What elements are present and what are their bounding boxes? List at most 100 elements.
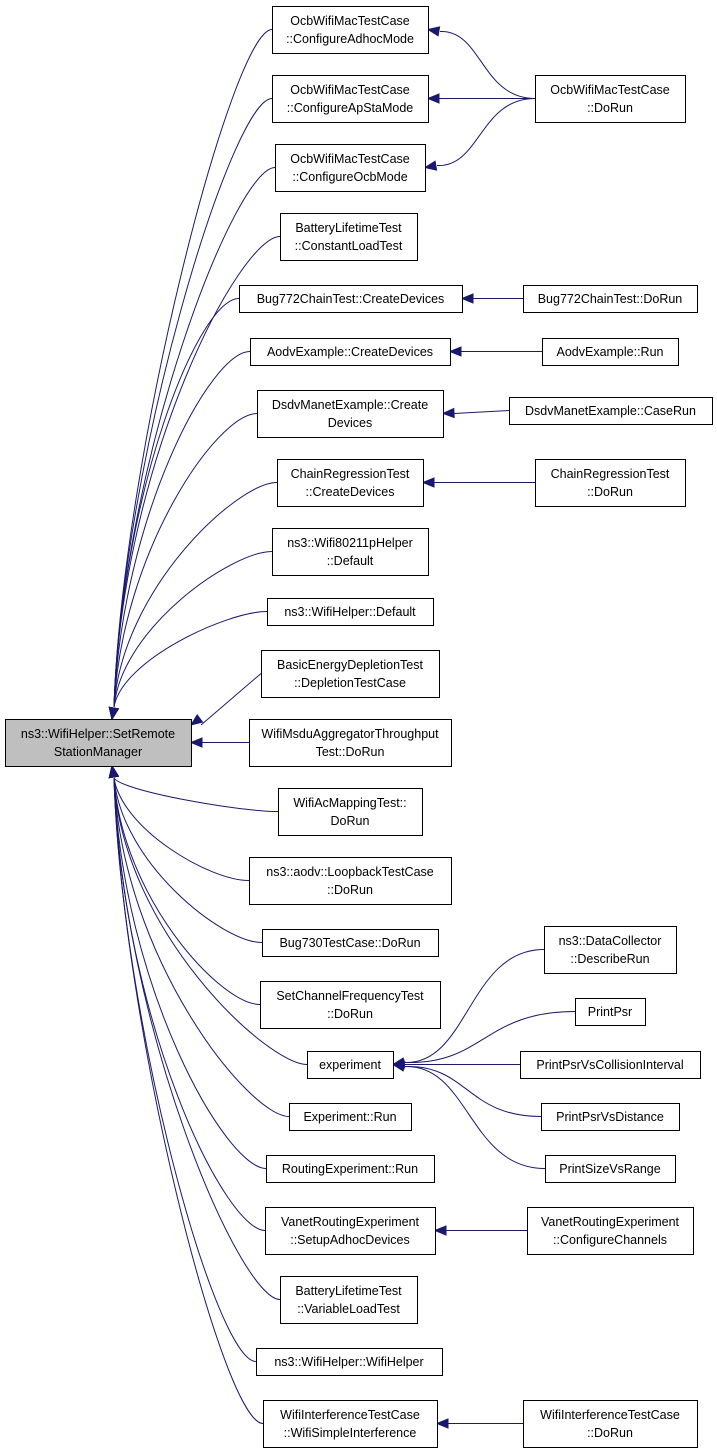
- node-b11[interactable]: VanetRoutingExperiment::ConfigureChannel…: [527, 1207, 694, 1255]
- node-a5[interactable]: Bug772ChainTest::CreateDevices: [239, 285, 463, 313]
- node-label: OcbWifiMacTestCase: [290, 83, 410, 97]
- node-label: DsdvManetExample::CaseRun: [525, 404, 696, 418]
- edge-a19-to-root: [113, 777, 267, 1169]
- edge-a11-to-root-arrow: [189, 713, 204, 726]
- node-label: ::Default: [327, 554, 374, 568]
- node-a17[interactable]: experiment: [307, 1051, 394, 1079]
- node-label: ::ConfigureChannels: [553, 1233, 667, 1247]
- node-box: [509, 397, 713, 425]
- edge-b1-to-a2-arrow: [426, 93, 440, 104]
- edge-a12-to-root-arrow: [189, 737, 203, 748]
- node-label: ::ConfigureOcbMode: [292, 170, 407, 184]
- node-label: ChainRegressionTest: [551, 467, 670, 481]
- node-b7[interactable]: PrintPsr: [575, 998, 646, 1026]
- node-label: BasicEnergyDepletionTest: [277, 658, 423, 672]
- node-b12[interactable]: WifiInterferenceTestCase::DoRun: [523, 1400, 698, 1448]
- node-label: ::DoRun: [587, 485, 633, 499]
- edge-b5-to-a8-arrow: [421, 477, 435, 488]
- node-a19[interactable]: RoutingExperiment::Run: [266, 1155, 435, 1183]
- edge-b6-to-a17: [404, 949, 545, 1064]
- node-label: ChainRegressionTest: [291, 467, 410, 481]
- node-box: [535, 75, 686, 123]
- node-label: Experiment::Run: [303, 1110, 396, 1124]
- node-a20[interactable]: VanetRoutingExperiment::SetupAdhocDevice…: [265, 1207, 436, 1255]
- node-label: SetChannelFrequencyTest: [276, 989, 424, 1003]
- node-b3[interactable]: AodvExample::Run: [542, 338, 679, 366]
- node-box: [520, 1051, 701, 1079]
- node-label: ::ConfigureApStaMode: [287, 101, 414, 115]
- edge-b3-to-a6-arrow: [448, 346, 462, 357]
- node-a1[interactable]: OcbWifiMacTestCase::ConfigureAdhocMode: [272, 6, 429, 54]
- edge-b1-to-a3: [436, 98, 536, 167]
- node-label: PrintSizeVsRange: [559, 1162, 660, 1176]
- node-a8[interactable]: ChainRegressionTest::CreateDevices: [277, 459, 424, 507]
- node-label: PrintPsrVsCollisionInterval: [536, 1058, 683, 1072]
- node-box: [278, 788, 423, 836]
- node-a10[interactable]: ns3::WifiHelper::Default: [267, 598, 434, 626]
- node-label: WifiAcMappingTest::: [293, 796, 406, 810]
- node-box: [272, 75, 429, 123]
- node-a4[interactable]: BatteryLifetimeTest::ConstantLoadTest: [280, 213, 418, 261]
- node-a6[interactable]: AodvExample::CreateDevices: [250, 338, 451, 366]
- node-box: [523, 285, 698, 313]
- node-label: Bug772ChainTest::CreateDevices: [257, 292, 445, 306]
- node-a3[interactable]: OcbWifiMacTestCase::ConfigureOcbMode: [275, 144, 426, 192]
- edge-a6-to-root: [113, 351, 251, 708]
- node-box: [272, 528, 429, 576]
- node-b5[interactable]: ChainRegressionTest::DoRun: [535, 459, 686, 507]
- node-label: ::ConstantLoadTest: [295, 239, 403, 253]
- node-box: [267, 598, 434, 626]
- node-label: PrintPsrVsDistance: [556, 1110, 664, 1124]
- node-label: ::DoRun: [327, 883, 373, 897]
- node-b1[interactable]: OcbWifiMacTestCase::DoRun: [535, 75, 686, 123]
- edge-b7-to-a17: [404, 1011, 576, 1064]
- node-label: AodvExample::CreateDevices: [267, 345, 433, 359]
- node-label: ns3::WifiHelper::SetRemote: [21, 727, 175, 741]
- nodes-layer: ns3::WifiHelper::SetRemoteStationManager…: [5, 6, 713, 1448]
- node-a13[interactable]: WifiAcMappingTest::DoRun: [278, 788, 423, 836]
- node-a7[interactable]: DsdvManetExample::CreateDevices: [257, 390, 444, 438]
- node-b6[interactable]: ns3::DataCollector::DescribeRun: [544, 926, 677, 974]
- node-label: ::DoRun: [587, 1426, 633, 1440]
- node-box: [280, 1276, 418, 1324]
- node-a22[interactable]: ns3::WifiHelper::WifiHelper: [256, 1348, 443, 1376]
- node-a18[interactable]: Experiment::Run: [289, 1103, 412, 1131]
- node-label: ::DescribeRun: [570, 952, 649, 966]
- edge-a20-to-root: [113, 777, 266, 1231]
- node-box: [249, 857, 452, 905]
- node-box: [545, 1155, 676, 1183]
- node-a21[interactable]: BatteryLifetimeTest::VariableLoadTest: [280, 1276, 418, 1324]
- node-label: OcbWifiMacTestCase: [550, 83, 670, 97]
- node-a9[interactable]: ns3::Wifi80211pHelper::Default: [272, 528, 429, 576]
- edge-a3-to-root: [113, 167, 276, 708]
- node-label: ns3::aodv::LoopbackTestCase: [266, 865, 434, 879]
- node-label: ::DepletionTestCase: [294, 676, 406, 690]
- node-box: [239, 285, 463, 313]
- node-a15[interactable]: Bug730TestCase::DoRun: [262, 929, 439, 957]
- edge-a23-to-root: [113, 777, 264, 1424]
- node-a14[interactable]: ns3::aodv::LoopbackTestCase::DoRun: [249, 857, 452, 905]
- node-label: ::SetupAdhocDevices: [290, 1233, 410, 1247]
- root-node-box: [5, 719, 192, 767]
- edge-a10-to-root-arrow: [108, 706, 120, 721]
- node-b2[interactable]: Bug772ChainTest::DoRun: [523, 285, 698, 313]
- node-a11[interactable]: BasicEnergyDepletionTest::DepletionTestC…: [261, 650, 440, 698]
- node-b4[interactable]: DsdvManetExample::CaseRun: [509, 397, 713, 425]
- node-b10[interactable]: PrintSizeVsRange: [545, 1155, 676, 1183]
- node-a2[interactable]: OcbWifiMacTestCase::ConfigureApStaMode: [272, 75, 429, 123]
- node-a16[interactable]: SetChannelFrequencyTest::DoRun: [260, 981, 441, 1029]
- node-label: DoRun: [331, 814, 370, 828]
- node-box: [277, 459, 424, 507]
- node-b8[interactable]: PrintPsrVsCollisionInterval: [520, 1051, 701, 1079]
- node-label: experiment: [319, 1058, 381, 1072]
- node-label: ::CreateDevices: [306, 485, 395, 499]
- node-a23[interactable]: WifiInterferenceTestCase::WifiSimpleInte…: [263, 1400, 438, 1448]
- edge-a4-to-root: [113, 236, 281, 708]
- edge-a10-to-root: [113, 611, 268, 708]
- edge-a14-to-root: [113, 777, 250, 881]
- node-label: WifiMsduAggregatorThroughput: [261, 727, 439, 741]
- node-b9[interactable]: PrintPsrVsDistance: [541, 1103, 680, 1131]
